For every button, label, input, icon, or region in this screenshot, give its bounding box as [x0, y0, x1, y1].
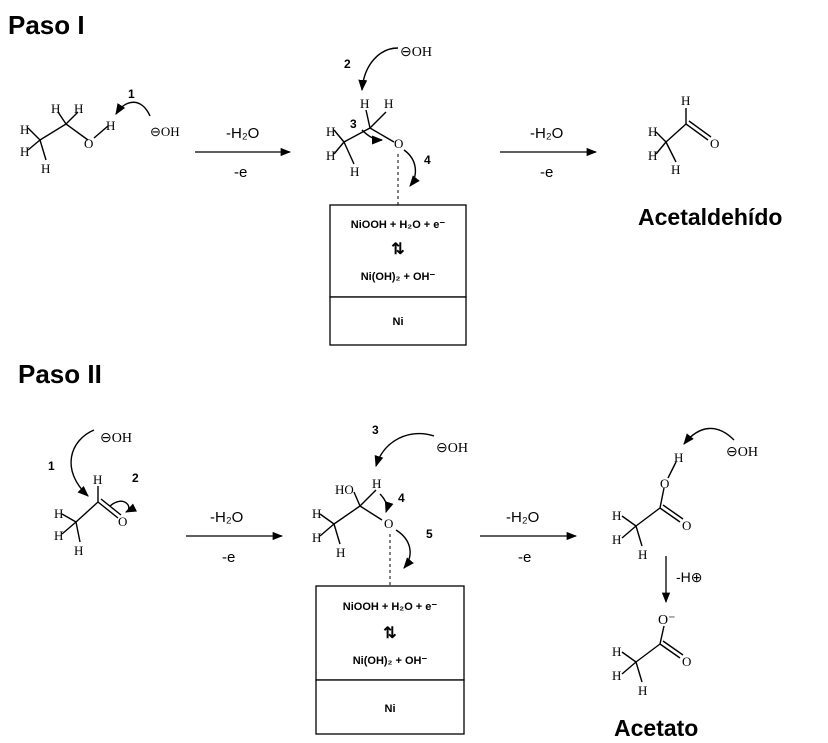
mechanism-label: 1	[128, 87, 135, 101]
curved-arrow	[379, 493, 394, 514]
hydroxide-label: ⊖OH	[400, 45, 432, 60]
atom-h: H	[74, 101, 83, 116]
atom-o: O	[682, 518, 691, 533]
curved-arrow	[374, 432, 435, 468]
atom-h: H	[336, 545, 345, 560]
atom-o: O	[118, 514, 127, 529]
ethanol-molecule: H H H H H O H	[20, 101, 115, 176]
mechanism-label: 4	[398, 491, 405, 505]
equilibrium-icon: ⇅	[383, 625, 396, 642]
step2-title: Paso II	[18, 359, 102, 389]
atom-h: H	[54, 528, 63, 543]
acetate-molecule: O⁻ H H H O	[612, 613, 691, 698]
atom-h: H	[312, 530, 321, 545]
hydroxide-label: ⊖OH	[436, 441, 468, 456]
atom-h: H	[54, 506, 63, 521]
atom-h: H	[106, 118, 115, 133]
curved-arrow	[361, 129, 384, 145]
atom-h: H	[612, 532, 621, 547]
curved-arrow	[683, 427, 735, 445]
mechanism-label: 3	[350, 117, 357, 131]
atom-h: H	[674, 450, 683, 465]
step1-title: Paso I	[8, 10, 85, 40]
reagent-label: -H₂O	[530, 125, 563, 142]
curved-arrow	[403, 149, 420, 187]
atom-h: H	[648, 124, 657, 139]
atom-h: H	[312, 506, 321, 521]
electron-label: -e	[222, 549, 235, 566]
reagent-label: -H₂O	[210, 509, 243, 526]
atom-h: H	[681, 93, 690, 108]
adsorbed-ethoxide: H H H H H O	[326, 96, 403, 179]
oxide-label: O⁻	[658, 613, 676, 628]
mechanism-label: 5	[426, 527, 433, 541]
atom-h: H	[372, 476, 381, 491]
reagent-label: -H₂O	[506, 509, 539, 526]
mechanism-label: 1	[48, 459, 55, 473]
reagent-label: -H₂O	[226, 125, 259, 142]
atom-h: H	[384, 96, 393, 111]
atom-h: H	[51, 101, 60, 116]
atom-h: H	[93, 472, 102, 487]
atom-h: H	[20, 122, 29, 137]
atom-h: H	[350, 164, 359, 179]
electrode-box: NiOOH + H₂O + e⁻ ⇅ Ni(OH)₂ + OH⁻ Ni	[315, 585, 465, 735]
atom-h: H	[638, 683, 647, 698]
acetaldehyde-reactant: H H H H O	[54, 472, 127, 558]
atom-o: O	[84, 136, 93, 151]
product-name: Acetato	[614, 715, 698, 741]
atom-o: O	[384, 516, 393, 531]
atom-h: H	[648, 148, 657, 163]
electrode-reaction-top: NiOOH + H₂O + e⁻	[343, 601, 438, 613]
atom-o: O	[682, 654, 691, 669]
adsorbed-intermediate: HO H H H H O	[312, 476, 393, 560]
atom-h: H	[612, 508, 621, 523]
electron-label: -e	[540, 164, 553, 181]
hydroxide-label: ⊖OH	[726, 445, 758, 460]
mechanism-label: 2	[344, 57, 351, 71]
nickel-electrode: Ni	[385, 703, 396, 715]
atom-h: H	[360, 96, 369, 111]
electrode-reaction-top: NiOOH + H₂O + e⁻	[351, 219, 446, 231]
atom-o: O	[394, 136, 403, 151]
atom-h: H	[638, 547, 647, 562]
electrode-reaction-bottom: Ni(OH)₂ + OH⁻	[361, 271, 436, 283]
hydroxide-label: ⊖OH	[100, 431, 132, 446]
acetaldehyde-molecule: H H H H O	[648, 93, 719, 177]
atom-h: H	[612, 668, 621, 683]
atom-h: H	[20, 144, 29, 159]
electrode-box: NiOOH + H₂O + e⁻ ⇅ Ni(OH)₂ + OH⁻ Ni	[329, 204, 467, 346]
hydroxide-label: ⊖OH	[150, 124, 180, 139]
atom-h: H	[326, 148, 335, 163]
atom-h: H	[326, 124, 335, 139]
electron-label: -e	[518, 549, 531, 566]
mechanism-label: 4	[424, 153, 431, 167]
atom-h: H	[41, 161, 50, 176]
atom-h: H	[74, 543, 83, 558]
curved-arrow	[358, 47, 399, 92]
curved-arrow	[115, 101, 151, 117]
atom-h: H	[671, 162, 680, 177]
electron-label: -e	[234, 164, 247, 181]
acetic-acid-molecule: O H H H H O	[612, 450, 691, 562]
mechanism-label: 3	[372, 423, 379, 437]
curved-arrow	[109, 500, 138, 513]
atom-o: O	[660, 476, 669, 491]
atom-h: H	[612, 644, 621, 659]
mechanism-label: 2	[132, 471, 139, 485]
nickel-electrode: Ni	[393, 316, 404, 328]
product-name: Acetaldehído	[638, 204, 782, 230]
deprotonation-label: -H⊕	[676, 569, 703, 585]
curved-arrow	[395, 529, 414, 569]
electrode-reaction-bottom: Ni(OH)₂ + OH⁻	[353, 655, 428, 667]
curved-arrow	[70, 429, 95, 497]
atom-o: O	[710, 136, 719, 151]
equilibrium-icon: ⇅	[391, 241, 404, 258]
hydroxyl-label: HO	[335, 482, 354, 497]
